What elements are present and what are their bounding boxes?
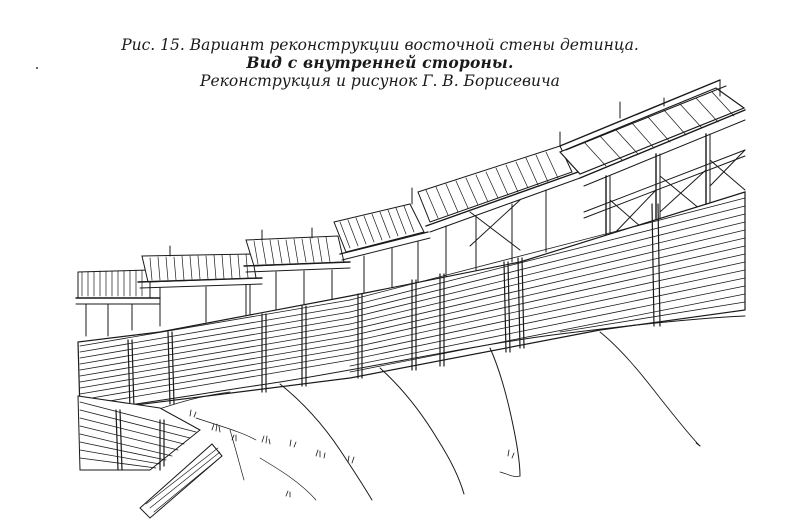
wall-tie-posts xyxy=(127,203,661,411)
caption-title: Рис. 15. Вариант реконструкции восточной… xyxy=(121,36,639,54)
grass-tufts xyxy=(189,409,701,498)
gallery-5 xyxy=(417,131,581,281)
caption-credit: Реконструкция и рисунок Г. В. Борисевича xyxy=(200,72,560,90)
rampart-slope xyxy=(79,315,746,501)
gallery-3 xyxy=(243,227,351,313)
print-speck xyxy=(36,67,38,69)
gallery-4 xyxy=(333,187,431,301)
distant-left-gallery xyxy=(75,269,161,337)
figure-caption: Рис. 15. Вариант реконструкции восточной… xyxy=(60,36,700,90)
lower-fence xyxy=(77,395,223,519)
gallery-2 xyxy=(137,245,263,327)
caption-subtitle: Вид с внутренней стороны. xyxy=(246,53,514,72)
